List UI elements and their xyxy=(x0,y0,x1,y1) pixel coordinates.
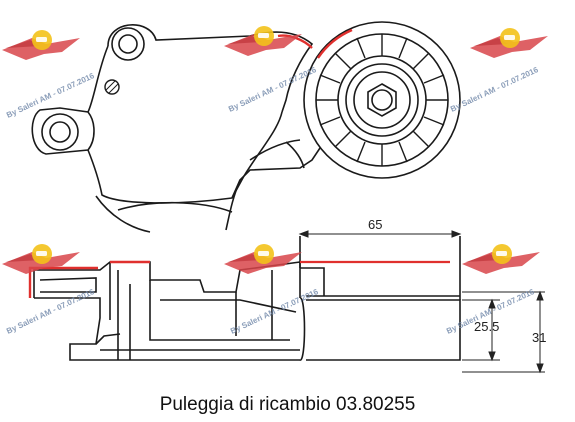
winged-car-logo-icon xyxy=(2,30,80,60)
center-bolt-hex xyxy=(367,83,397,117)
watermark-text: By Saleri AM - 07.07.2016 xyxy=(5,287,96,336)
winged-car-logo-icon xyxy=(470,28,548,58)
tensioner-side-view xyxy=(28,260,301,361)
winged-car-logo-icon xyxy=(462,244,540,274)
mount-hole-top xyxy=(118,34,138,54)
watermark-text: By Saleri AM - 07.07.2016 xyxy=(5,71,96,120)
mount-boss-top xyxy=(111,27,145,61)
pulley-top-view xyxy=(303,21,461,179)
winged-car-logo-icon xyxy=(224,244,302,274)
mount-hole-left xyxy=(49,121,71,143)
dimension-lines xyxy=(298,230,545,374)
dimension-outer-label: 31 xyxy=(532,330,546,345)
dimension-inner-label: 25.5 xyxy=(474,319,499,334)
pulley-side-view xyxy=(299,236,461,361)
mount-boss-left xyxy=(41,113,79,151)
dimension-width-label: 65 xyxy=(368,217,382,232)
watermark-layer: By Saleri AM - 07.07.2016 By Saleri AM -… xyxy=(2,26,548,336)
pulley-outer-rim xyxy=(303,21,461,179)
diagram-caption: Puleggia di ricambio 03.80255 xyxy=(159,394,416,415)
watermark-text: By Saleri AM - 07.07.2016 xyxy=(229,287,320,336)
tensioner-top-view xyxy=(31,24,321,233)
winged-car-logo-icon xyxy=(224,26,302,56)
watermark-text: By Saleri AM - 07.07.2016 xyxy=(449,65,540,114)
